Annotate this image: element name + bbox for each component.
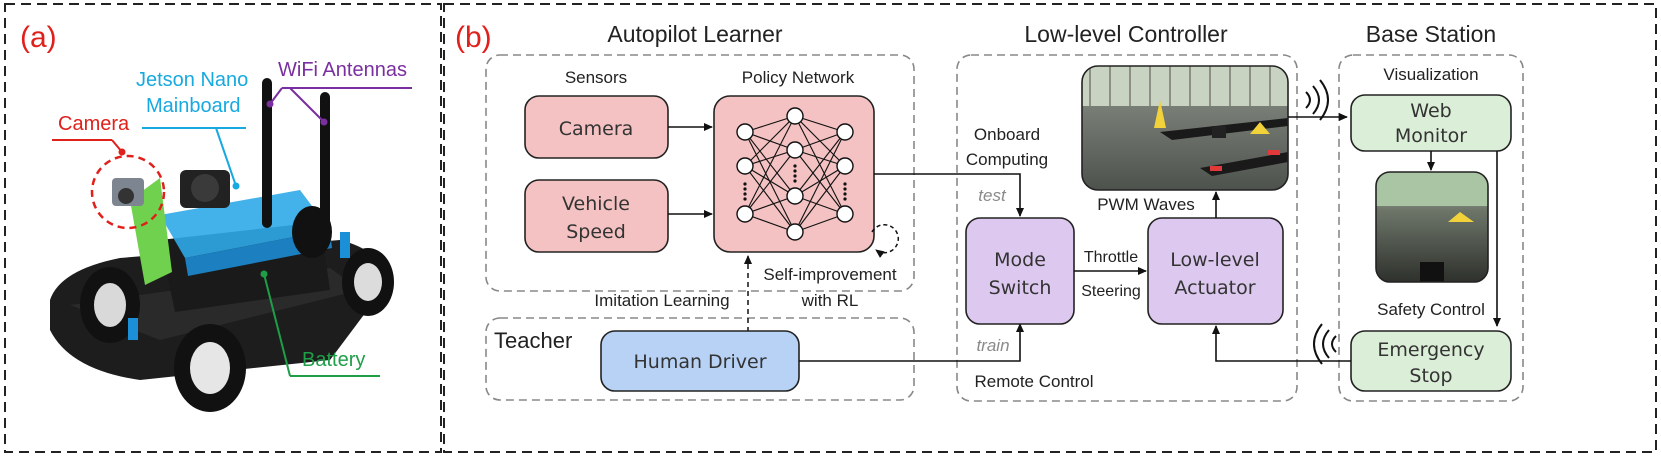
teacher-group (485, 317, 915, 401)
wifi-signal-icon-estop (1313, 323, 1337, 365)
wifi-label: WiFi Antennas (278, 59, 407, 81)
battery-label: Battery (302, 349, 365, 371)
self-improvement-line2: with RL (801, 291, 859, 310)
mode-line1: Mode (994, 249, 1046, 271)
panel-a-label: (a) (20, 21, 57, 54)
web-line2: Monitor (1395, 125, 1467, 147)
imitation-label: Imitation Learning (594, 291, 729, 310)
car-image (50, 78, 394, 412)
self-improvement-loop (871, 223, 900, 258)
jetson-label-line1: Jetson Nano (136, 69, 248, 91)
jetson-label-line2: Mainboard (146, 95, 241, 117)
pwm-label: PWM Waves (1097, 195, 1195, 214)
policy-label: Policy Network (742, 68, 855, 87)
estop-line2: Stop (1409, 365, 1452, 387)
visualization-label: Visualization (1383, 65, 1478, 84)
onboard-line2: Computing (966, 150, 1048, 169)
base-group (1338, 54, 1524, 402)
camera-label: Camera (58, 113, 130, 135)
throttle-label: Throttle (1084, 249, 1138, 266)
battery-leader (263, 273, 291, 377)
self-improvement-line1: Self-improvement (763, 265, 896, 284)
autopilot-group (485, 54, 915, 292)
panel-b-label: (b) (455, 21, 492, 54)
vehicle-speed-line2: Speed (566, 221, 626, 243)
human-driver-label: Human Driver (633, 351, 766, 373)
base-title: Base Station (1366, 21, 1496, 47)
teacher-label: Teacher (494, 328, 572, 353)
wifi-signal-icon (1305, 79, 1329, 121)
steering-label: Steering (1081, 283, 1141, 300)
remote-label: Remote Control (974, 372, 1093, 391)
mode-switch-box (965, 217, 1075, 325)
neural-net-icon (744, 115, 846, 233)
actuator-line1: Low-level (1170, 249, 1259, 271)
mode-line2: Switch (989, 277, 1052, 299)
neural-net-nodes (736, 107, 854, 241)
web-line1: Web (1410, 100, 1451, 122)
onboard-line1: Onboard (974, 125, 1040, 144)
panel-b-frame (443, 3, 1657, 453)
estop-line1: Emergency (1377, 339, 1484, 361)
estop-to-actuator-arrow (1212, 325, 1351, 362)
autopilot-title: Autopilot Learner (607, 21, 783, 47)
actuator-line2: Actuator (1174, 277, 1255, 299)
track-photo (1082, 66, 1288, 190)
sensors-label: Sensors (565, 68, 627, 87)
onboard-path-arrow (874, 173, 1024, 217)
safety-label: Safety Control (1377, 300, 1485, 319)
camera-view-photo (1376, 172, 1488, 282)
train-label: train (976, 336, 1009, 355)
camera-box-label: Camera (559, 118, 634, 140)
vehicle-speed-line1: Vehicle (562, 193, 630, 215)
remote-path-arrow (799, 323, 1024, 362)
llc-group (956, 54, 1298, 402)
vehicle-speed-box (524, 179, 669, 253)
actuator-box (1147, 217, 1284, 325)
test-label: test (978, 186, 1007, 205)
panel-a-frame (4, 3, 442, 453)
llc-title: Low-level Controller (1024, 21, 1228, 47)
